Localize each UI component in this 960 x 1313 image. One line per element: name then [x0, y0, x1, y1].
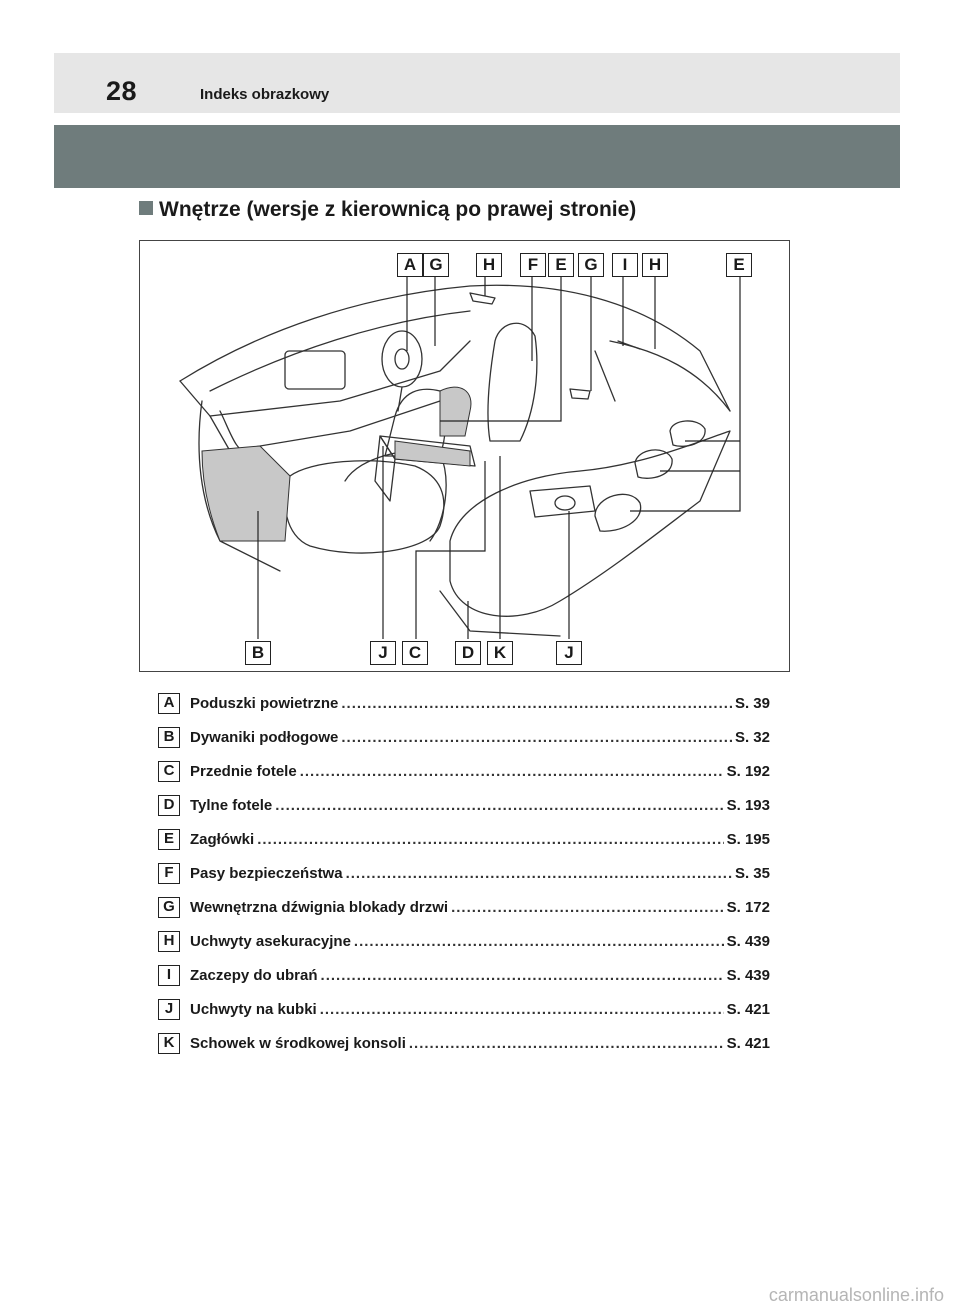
- list-item[interactable]: A Poduszki powietrzne S. 39: [158, 686, 770, 720]
- figure-label-c: C: [402, 641, 428, 665]
- list-item[interactable]: J Uchwyty na kubki S. 421: [158, 992, 770, 1026]
- item-title: Przednie fotele: [190, 762, 297, 780]
- dot-leader: [320, 1001, 724, 1018]
- item-title: Pasy bezpieczeństwa: [190, 864, 343, 882]
- list-item[interactable]: C Przednie fotele S. 192: [158, 754, 770, 788]
- dot-leader: [354, 933, 724, 950]
- list-item[interactable]: H Uchwyty asekuracyjne S. 439: [158, 924, 770, 958]
- page-reference[interactable]: S. 172: [726, 898, 770, 916]
- page-reference[interactable]: S. 192: [726, 762, 770, 780]
- page-reference[interactable]: S. 193: [726, 796, 770, 814]
- page-reference[interactable]: S. 439: [726, 932, 770, 950]
- page-reference[interactable]: S. 439: [726, 966, 770, 984]
- letter-badge: G: [158, 896, 180, 918]
- dot-leader: [257, 831, 723, 848]
- list-item[interactable]: K Schowek w środkowej konsoli S. 421: [158, 1026, 770, 1060]
- figure-label-a: A: [397, 253, 423, 277]
- chapter-banner: [54, 125, 900, 188]
- dot-leader: [409, 1035, 724, 1052]
- letter-badge: K: [158, 1032, 180, 1054]
- header-bar: [54, 53, 900, 113]
- figure-label-k: K: [487, 641, 513, 665]
- item-title: Wewnętrzna dźwignia blokady drzwi: [190, 898, 449, 916]
- dot-leader: [346, 865, 732, 882]
- item-title: Tylne fotele: [190, 796, 273, 814]
- car-interior-drawing: [179, 271, 741, 639]
- list-item[interactable]: E Zagłówki S. 195: [158, 822, 770, 856]
- item-title: Uchwyty na kubki: [190, 1000, 317, 1018]
- item-title: Zagłówki: [190, 830, 255, 848]
- letter-badge: B: [158, 726, 180, 748]
- letter-badge: E: [158, 828, 180, 850]
- figure-label-f: F: [520, 253, 546, 277]
- item-title: Dywaniki podłogowe: [190, 728, 339, 746]
- dot-leader: [451, 899, 724, 916]
- page-reference[interactable]: S. 32: [734, 728, 770, 746]
- item-title: Schowek w środkowej konsoli: [190, 1034, 406, 1052]
- list-item[interactable]: F Pasy bezpieczeństwa S. 35: [158, 856, 770, 890]
- interior-illustration: A G H F E G I H E B J C D K J: [139, 240, 790, 672]
- figure-label-b: B: [245, 641, 271, 665]
- figure-label-e2: E: [726, 253, 752, 277]
- list-item[interactable]: D Tylne fotele S. 193: [158, 788, 770, 822]
- letter-badge: A: [158, 692, 180, 714]
- dot-leader: [321, 967, 724, 984]
- figure-label-e: E: [548, 253, 574, 277]
- page-reference[interactable]: S. 35: [734, 864, 770, 882]
- letter-badge: F: [158, 862, 180, 884]
- list-item[interactable]: B Dywaniki podłogowe S. 32: [158, 720, 770, 754]
- section-heading: Wnętrze (wersje z kierownicą po prawej s…: [139, 196, 636, 224]
- figure-label-j: J: [370, 641, 396, 665]
- figure-label-g: G: [423, 253, 449, 277]
- letter-badge: C: [158, 760, 180, 782]
- letter-badge: D: [158, 794, 180, 816]
- dot-leader: [275, 797, 723, 814]
- figure-label-i: I: [612, 253, 638, 277]
- list-item[interactable]: I Zaczepy do ubrań S. 439: [158, 958, 770, 992]
- bullet-square-icon: [139, 201, 153, 215]
- dot-leader: [300, 763, 724, 780]
- page-reference[interactable]: S. 195: [726, 830, 770, 848]
- figure-label-d: D: [455, 641, 481, 665]
- figure-label-h: H: [476, 253, 502, 277]
- watermark: carmanualsonline.info: [768, 1285, 944, 1305]
- item-title: Uchwyty asekuracyjne: [190, 932, 351, 950]
- figure-label-h2: H: [642, 253, 668, 277]
- section-title: Indeks obrazkowy: [200, 86, 330, 103]
- item-title: Zaczepy do ubrań: [190, 966, 318, 984]
- page-reference[interactable]: S. 421: [726, 1000, 770, 1018]
- page-reference[interactable]: S. 421: [726, 1034, 770, 1052]
- list-item[interactable]: G Wewnętrzna dźwignia blokady drzwi S. 172: [158, 890, 770, 924]
- page-number: 28: [106, 76, 138, 106]
- page-reference[interactable]: S. 39: [734, 694, 770, 712]
- letter-badge: H: [158, 930, 180, 952]
- dot-leader: [341, 729, 732, 746]
- picture-index-list: A Poduszki powietrzne S. 39 B Dywaniki podł…: [158, 686, 770, 1060]
- item-title: Poduszki powietrzne: [190, 694, 339, 712]
- letter-badge: J: [158, 998, 180, 1020]
- letter-badge: I: [158, 964, 180, 986]
- figure-label-g2: G: [578, 253, 604, 277]
- section-heading-text: Wnętrze (wersje z kierownicą po prawej s…: [159, 198, 637, 221]
- figure-label-j2: J: [556, 641, 582, 665]
- dot-leader: [341, 695, 732, 712]
